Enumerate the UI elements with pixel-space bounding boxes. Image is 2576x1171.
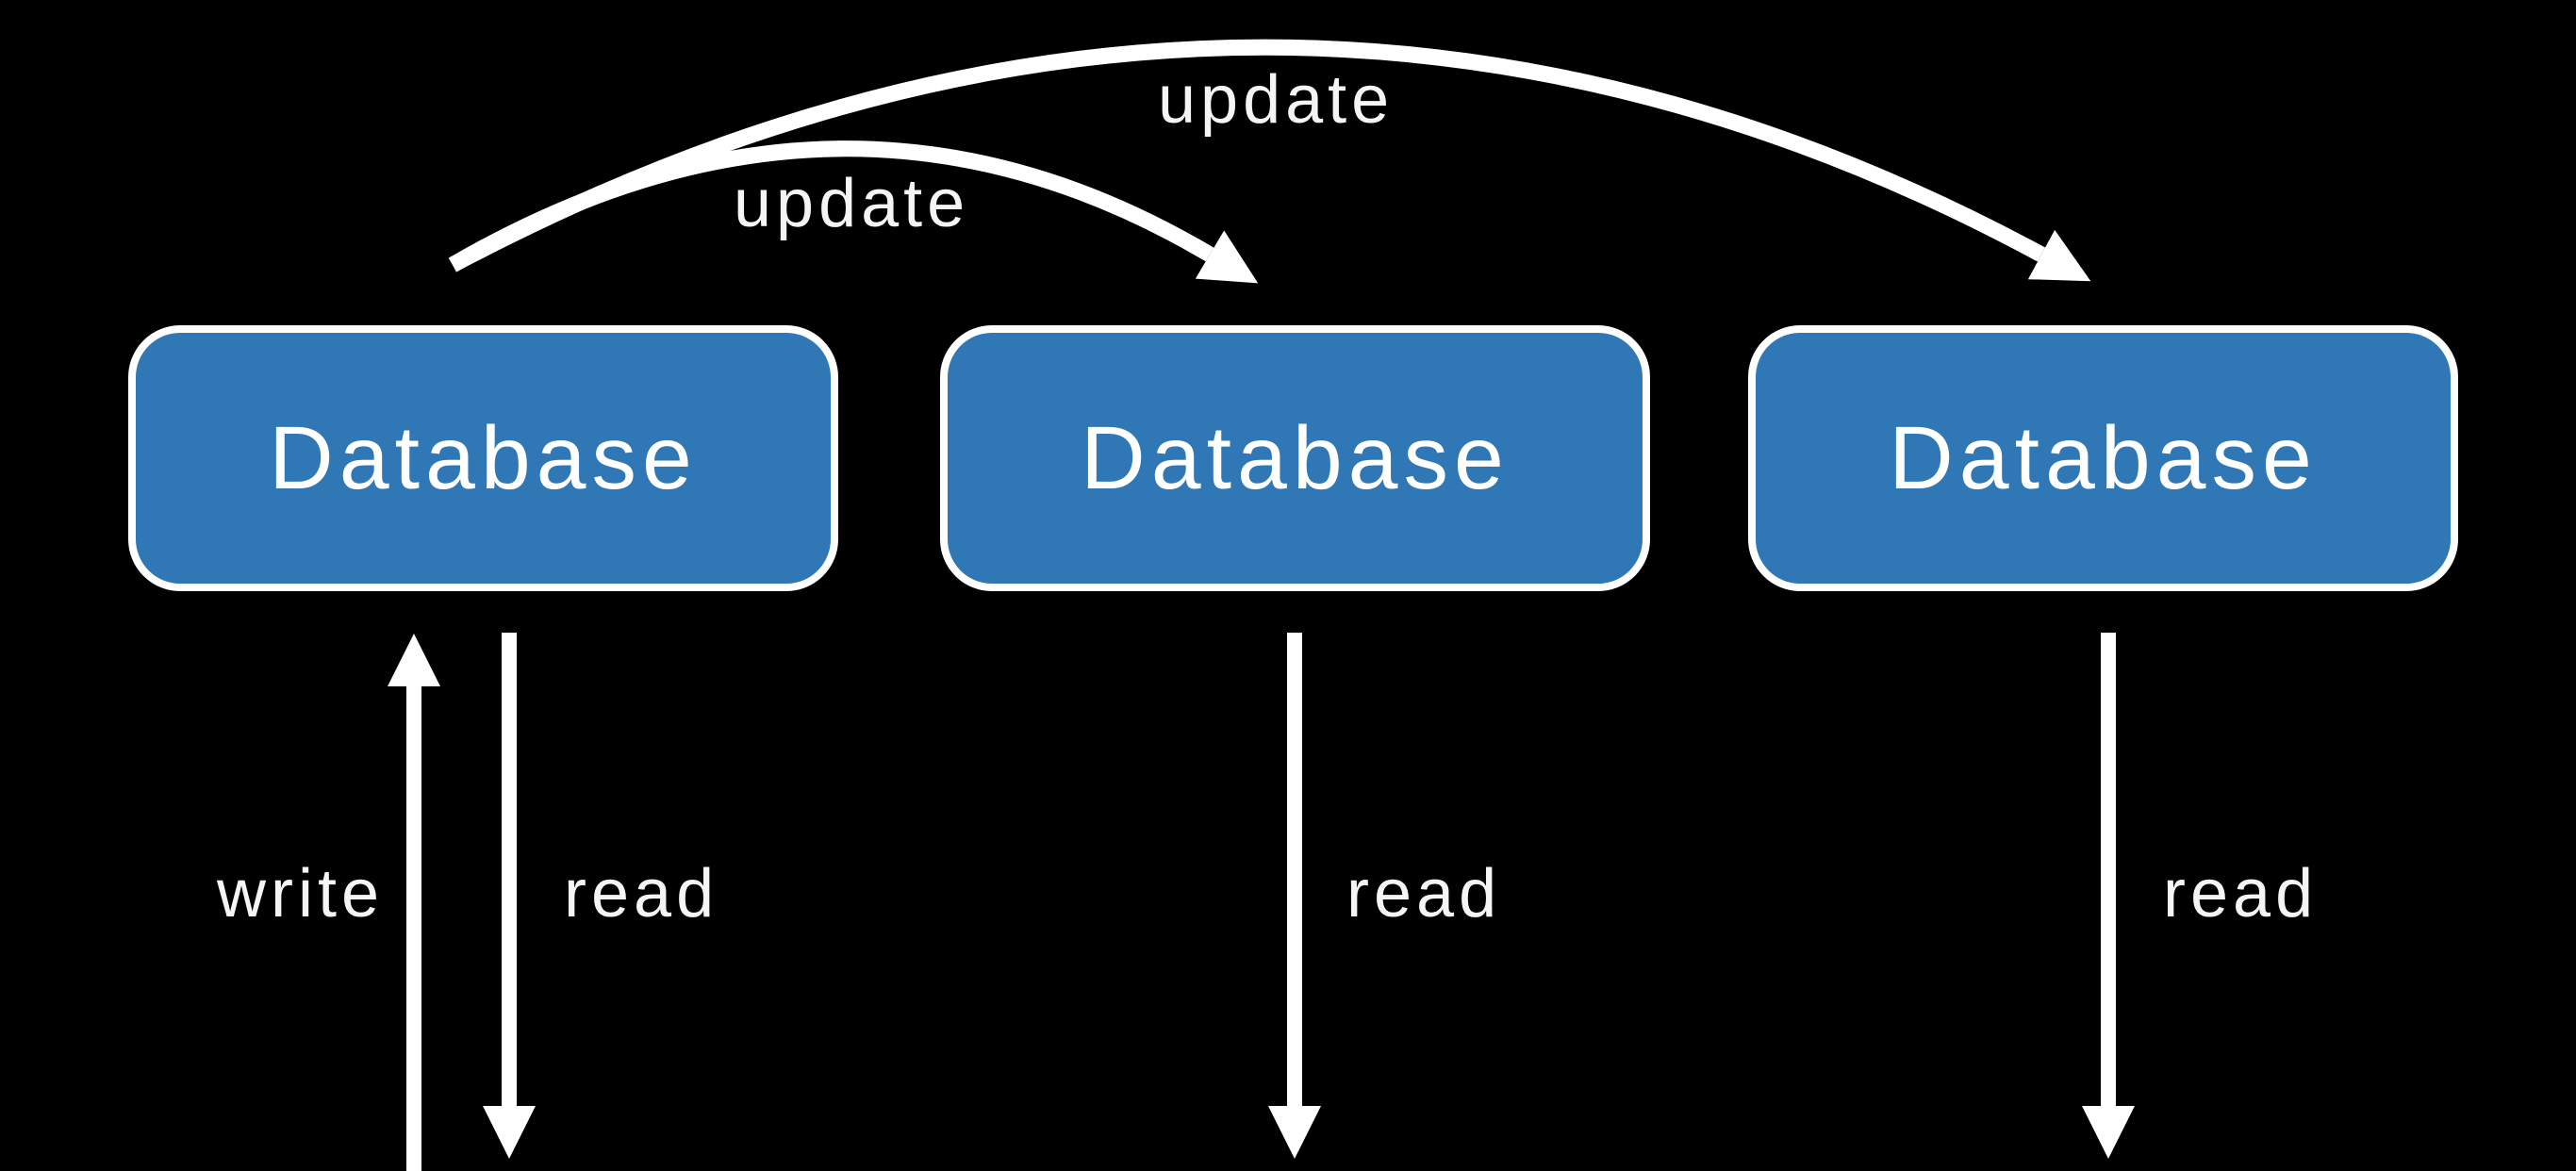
edge-label-read-db3: read <box>2163 856 2319 932</box>
edge-label-read-db1: read <box>564 856 719 932</box>
update-arc-db1-db3-arrow <box>449 39 2091 282</box>
database-node-3: Database <box>1748 325 2458 591</box>
edge-label-update-db3: update <box>1158 62 1395 138</box>
database-node-1: Database <box>128 325 838 591</box>
edge-label-read-db2: read <box>1346 856 1502 932</box>
database-node-label: Database <box>269 407 698 508</box>
database-node-label: Database <box>1889 407 2318 508</box>
database-node-2: Database <box>940 325 1650 591</box>
edge-label-write: write <box>217 856 385 932</box>
database-node-label: Database <box>1081 407 1510 508</box>
edge-label-update-db2: update <box>734 166 970 241</box>
